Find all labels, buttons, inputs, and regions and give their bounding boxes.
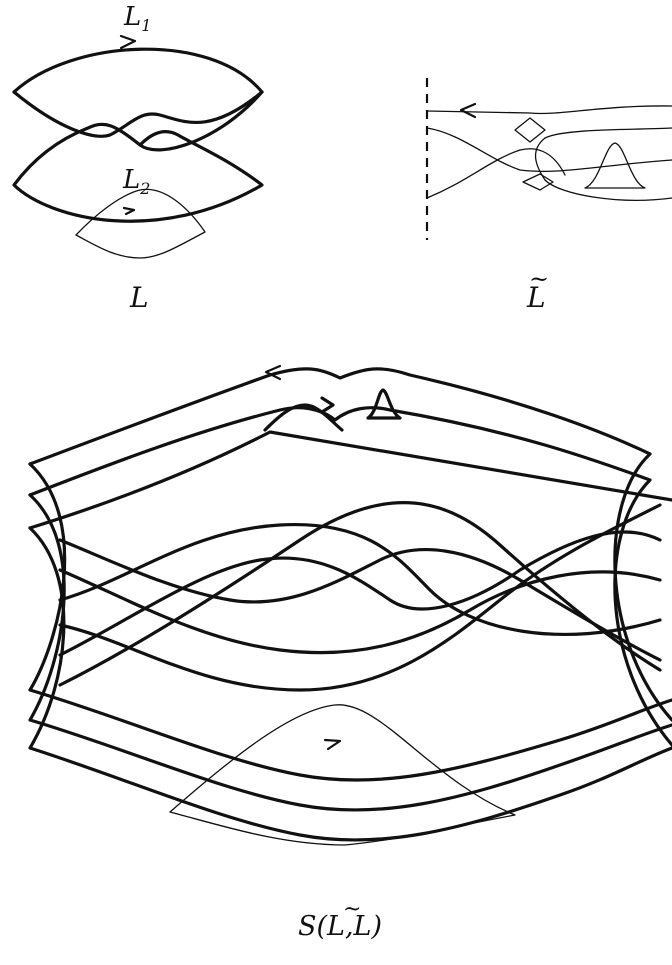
top-cusp-bump <box>366 388 402 420</box>
inner-lobe-6 <box>58 503 662 692</box>
strand-return <box>534 127 672 201</box>
caption-S-accent: ~ <box>343 897 361 922</box>
strand-cross <box>426 148 566 199</box>
arrow-L-tilde <box>459 102 477 119</box>
caption-L: L <box>129 281 149 314</box>
diagram-L-tilde: L ~ <box>425 78 672 314</box>
caption-L-tilde-accent: ~ <box>529 265 549 293</box>
inner-lobe-3 <box>58 538 662 662</box>
left-outer-1 <box>28 462 672 782</box>
strand-lower <box>426 127 672 172</box>
component-L1-back <box>12 90 264 138</box>
left-outer-2 <box>28 493 672 812</box>
top-crossing <box>263 403 344 432</box>
left-outer-3 <box>28 526 672 842</box>
label-L1: L1 <box>123 2 151 35</box>
cusp-bump <box>584 142 646 189</box>
diagram-link-L: L1 L2 L <box>12 2 264 314</box>
outer-strand-3 <box>28 430 672 530</box>
label-L2: L2 <box>122 165 150 198</box>
zigzag-lower <box>522 173 554 191</box>
inner-lobe-4 <box>58 568 662 655</box>
strand-upper <box>426 105 672 115</box>
inner-lobe-5 <box>58 522 662 636</box>
satellite-L2 <box>169 704 516 846</box>
outer-strand-2 <box>28 406 672 747</box>
inner-lobe-1 <box>58 500 662 687</box>
diagram-satellite: S(L,L) ~ <box>28 364 672 942</box>
caption-L-tilde: L <box>526 281 546 314</box>
arrow-satellite-L2 <box>323 738 342 751</box>
caption-S: S(L,L) <box>298 911 382 942</box>
component-L2 <box>75 188 206 259</box>
arrow-satellite <box>264 364 282 381</box>
zigzag-upper <box>514 117 546 143</box>
arrow-L2 <box>122 206 136 216</box>
component-L1-front <box>12 47 264 223</box>
arrow-L1 <box>119 34 137 50</box>
outer-strand-1 <box>28 367 672 722</box>
